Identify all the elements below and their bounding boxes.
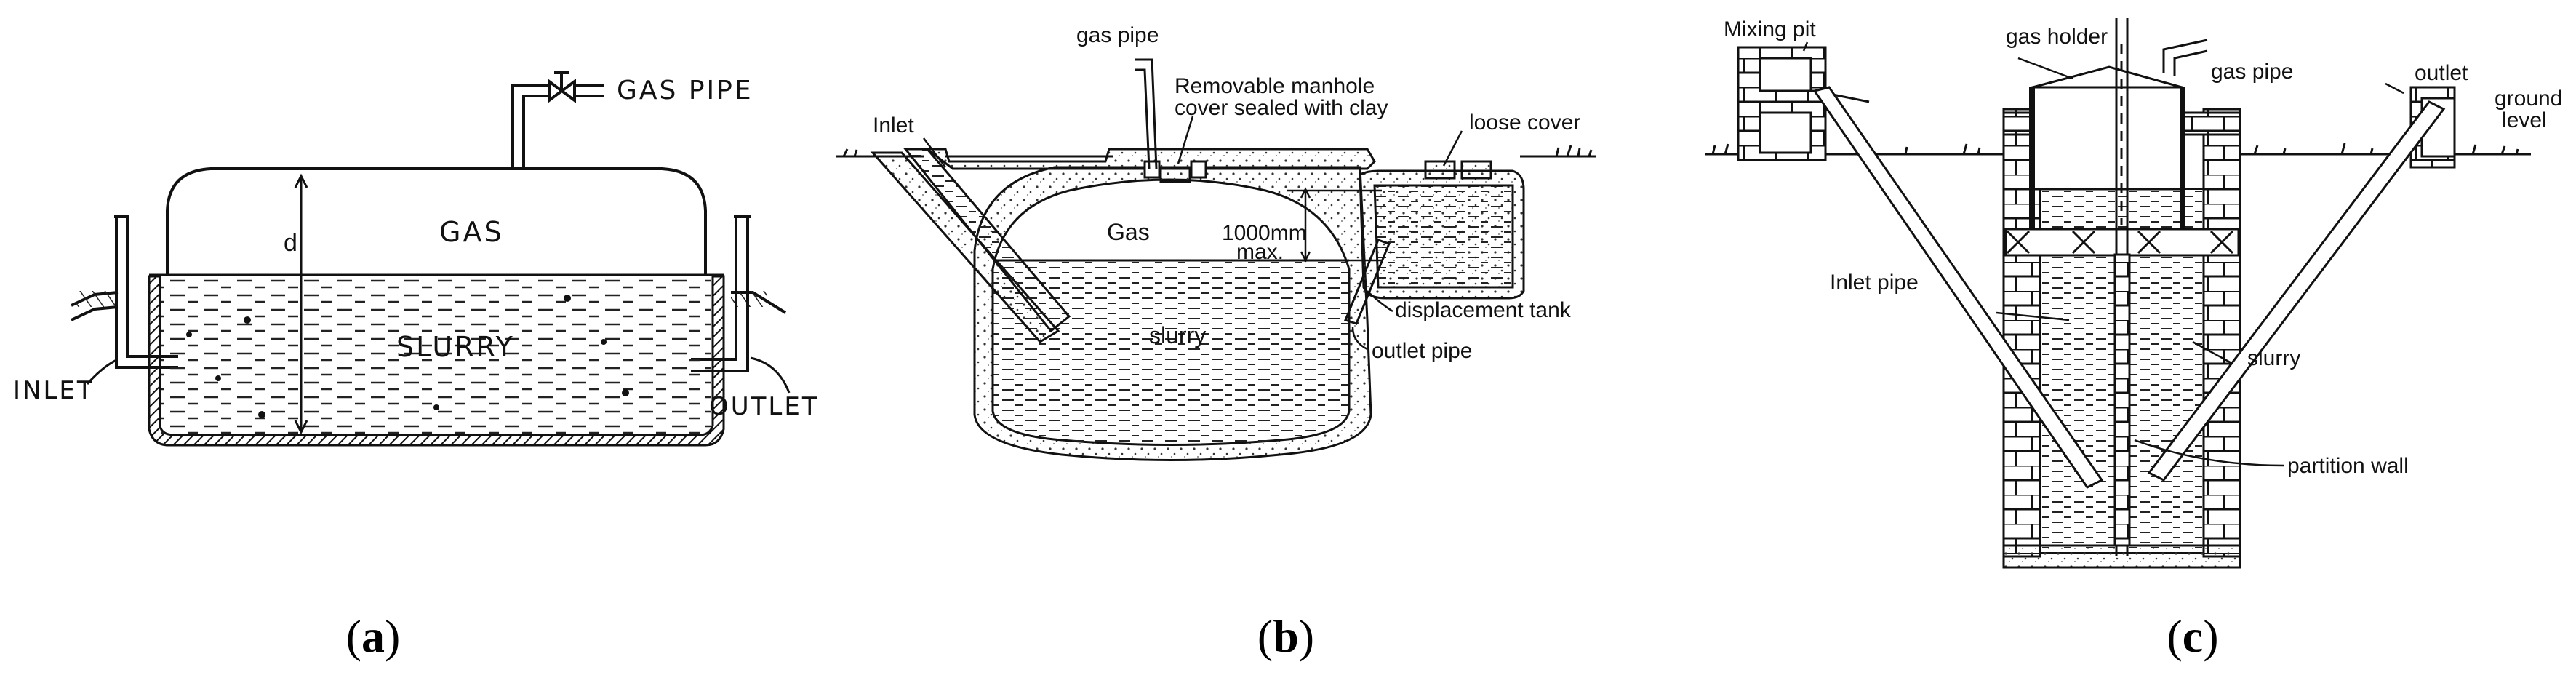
panel-c-guide-frame	[2004, 228, 2240, 257]
panel-b-leaders	[923, 116, 1463, 351]
panel-a-gas-valve-icon	[548, 71, 576, 103]
panel-a-gas-label: GAS	[439, 216, 504, 248]
panel-b-slurry	[993, 262, 1349, 445]
panel-a-outlet-leader	[750, 356, 791, 394]
panel-c-partition-wall-label: partition wall	[2287, 454, 2409, 478]
panel-b-gas-pipe-label: gas pipe	[1076, 23, 1159, 47]
panel-c-ground-level-label-2: level	[2502, 108, 2547, 132]
panel-a-diagram: GAS PIPE GAS d SLURRY INLET OUTLET (a)	[13, 71, 820, 662]
panel-b-ground	[836, 145, 1596, 158]
panel-b-gas-pipe	[1135, 58, 1158, 169]
panel-b-loose-cover-label: loose cover	[1469, 111, 1580, 135]
panel-a-tank-wall	[148, 275, 725, 447]
panel-a-solids	[186, 295, 629, 418]
panel-b-displacement-tank	[1359, 160, 1525, 300]
panel-a-ground	[71, 291, 787, 321]
panel-c-outlet-pipe	[2147, 100, 2446, 482]
panel-a-gas-pipe	[511, 84, 604, 169]
panel-b-manhole-cover	[1143, 160, 1207, 183]
panel-a-caption: (a)	[346, 610, 401, 662]
panel-b-manhole-label-2: cover sealed with clay	[1175, 96, 1388, 120]
panel-b-slurry-label: slurry	[1149, 322, 1206, 348]
panel-b-displacement-tank-label: displacement tank	[1395, 298, 1572, 322]
panel-a-depth-dimension	[294, 173, 308, 435]
panel-a-inlet-label: INLET	[13, 376, 95, 405]
panel-c-mixing-pit-label: Mixing pit	[1724, 17, 1816, 41]
panel-c-base-slab	[2002, 544, 2241, 569]
panel-b-depth-label-1: 1000mm	[1222, 221, 1307, 245]
panel-a-gas-dome	[166, 167, 707, 276]
panel-b-inlet-pipe	[870, 148, 1071, 343]
panel-a-outlet-label: OUTLET	[709, 392, 820, 421]
panel-c-gas-holder-label: gas holder	[2006, 25, 2108, 49]
panel-c-inlet-pipe-label: Inlet pipe	[1830, 271, 1919, 295]
panel-a-slurry-label: SLURRY	[396, 331, 515, 363]
panel-c-diagram: Mixing pit gas holder gas pipe outlet gr…	[1705, 17, 2562, 662]
panel-b-diagram: gas pipe Removable manhole cover sealed …	[836, 23, 1596, 662]
panel-b-depth-dimension	[1287, 187, 1382, 263]
panel-c-inlet-pipe	[1812, 86, 2104, 489]
panel-b-depth-label-2: max.	[1236, 240, 1284, 264]
panel-c-slurry-label: slurry	[2247, 346, 2300, 370]
panel-b-manhole-label-1: Removable manhole	[1175, 74, 1375, 98]
panel-c-gas-pipe	[2162, 39, 2208, 76]
panel-b-caption: (b)	[1257, 610, 1314, 662]
panel-b-gas-label: Gas	[1107, 219, 1150, 245]
panel-c-caption: (c)	[2167, 610, 2218, 662]
panel-b-inlet-label: Inlet	[873, 113, 914, 137]
panel-b-outlet-pipe-label: outlet pipe	[1372, 339, 1472, 363]
panel-c-partition-wall	[2113, 253, 2131, 547]
panel-a-gas-pipe-label: GAS PIPE	[617, 76, 753, 105]
panel-c-gas-holder	[2029, 65, 2185, 229]
panel-a-d-label: d	[284, 229, 297, 257]
panel-a-inlet-leader	[86, 359, 117, 385]
panel-c-leaders	[1802, 41, 2404, 467]
panel-c-mixing-pit	[1737, 46, 1870, 161]
panel-c-gas-pipe-label: gas pipe	[2211, 60, 2293, 84]
panel-c-outlet-label: outlet	[2415, 61, 2468, 85]
panel-c-ground-level-label-1: ground	[2495, 87, 2562, 111]
